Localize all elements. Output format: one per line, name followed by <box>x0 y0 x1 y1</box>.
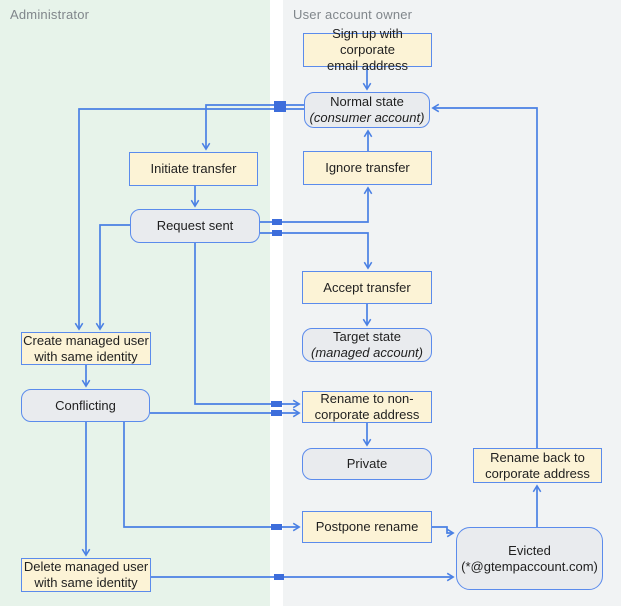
state-node-conflicting: Conflicting <box>21 389 150 422</box>
node-label-line: Ignore transfer <box>325 160 410 175</box>
node-label-line: corporate address <box>485 465 590 481</box>
action-node-postpone: Postpone rename <box>302 511 432 543</box>
action-node-accept: Accept transfer <box>302 271 432 304</box>
node-label-line: with same identity <box>34 348 138 364</box>
node-label-line: Request sent <box>156 218 234 233</box>
node-label-line: Sign up with corporate <box>332 26 403 57</box>
node-label-line: Private <box>346 456 388 471</box>
node-label-line: Postpone rename <box>315 519 419 534</box>
state-node-normal: Normal state(consumer account) <box>304 92 430 128</box>
node-label-line: with same identity <box>34 575 138 590</box>
node-label-line: Rename to non- <box>320 391 414 406</box>
action-node-rename-non: Rename to non-corporate address <box>302 391 432 423</box>
node-label-line: email address <box>327 58 408 73</box>
state-node-private: Private <box>302 448 432 480</box>
node-label-line: Conflicting <box>55 397 116 413</box>
node-label-line: Evicted <box>508 542 551 558</box>
action-node-ignore: Ignore transfer <box>303 151 432 185</box>
node-label-line: (managed account) <box>310 345 423 360</box>
node-label-line: corporate address <box>314 407 420 422</box>
state-node-request: Request sent <box>130 209 260 243</box>
node-label-line: Target state <box>333 329 401 344</box>
node-label-line: Rename back to <box>490 449 585 465</box>
node-label-line: (consumer account) <box>309 110 425 125</box>
node-label-line: Create managed user <box>23 332 149 348</box>
node-label-line: Delete managed user <box>23 559 149 574</box>
lane-user-account-owner-label: User account owner <box>293 7 413 22</box>
state-node-evicted: Evicted(*@gtempaccount.com) <box>456 527 603 590</box>
node-label-line: Normal state <box>330 94 404 109</box>
node-label-line: Initiate transfer <box>150 161 237 176</box>
node-label-line: Accept transfer <box>323 279 411 295</box>
node-label-line: (*@gtempaccount.com) <box>461 558 598 574</box>
action-node-initiate: Initiate transfer <box>129 152 258 186</box>
state-node-target: Target state(managed account) <box>302 328 432 362</box>
lane-administrator-label: Administrator <box>10 7 90 22</box>
